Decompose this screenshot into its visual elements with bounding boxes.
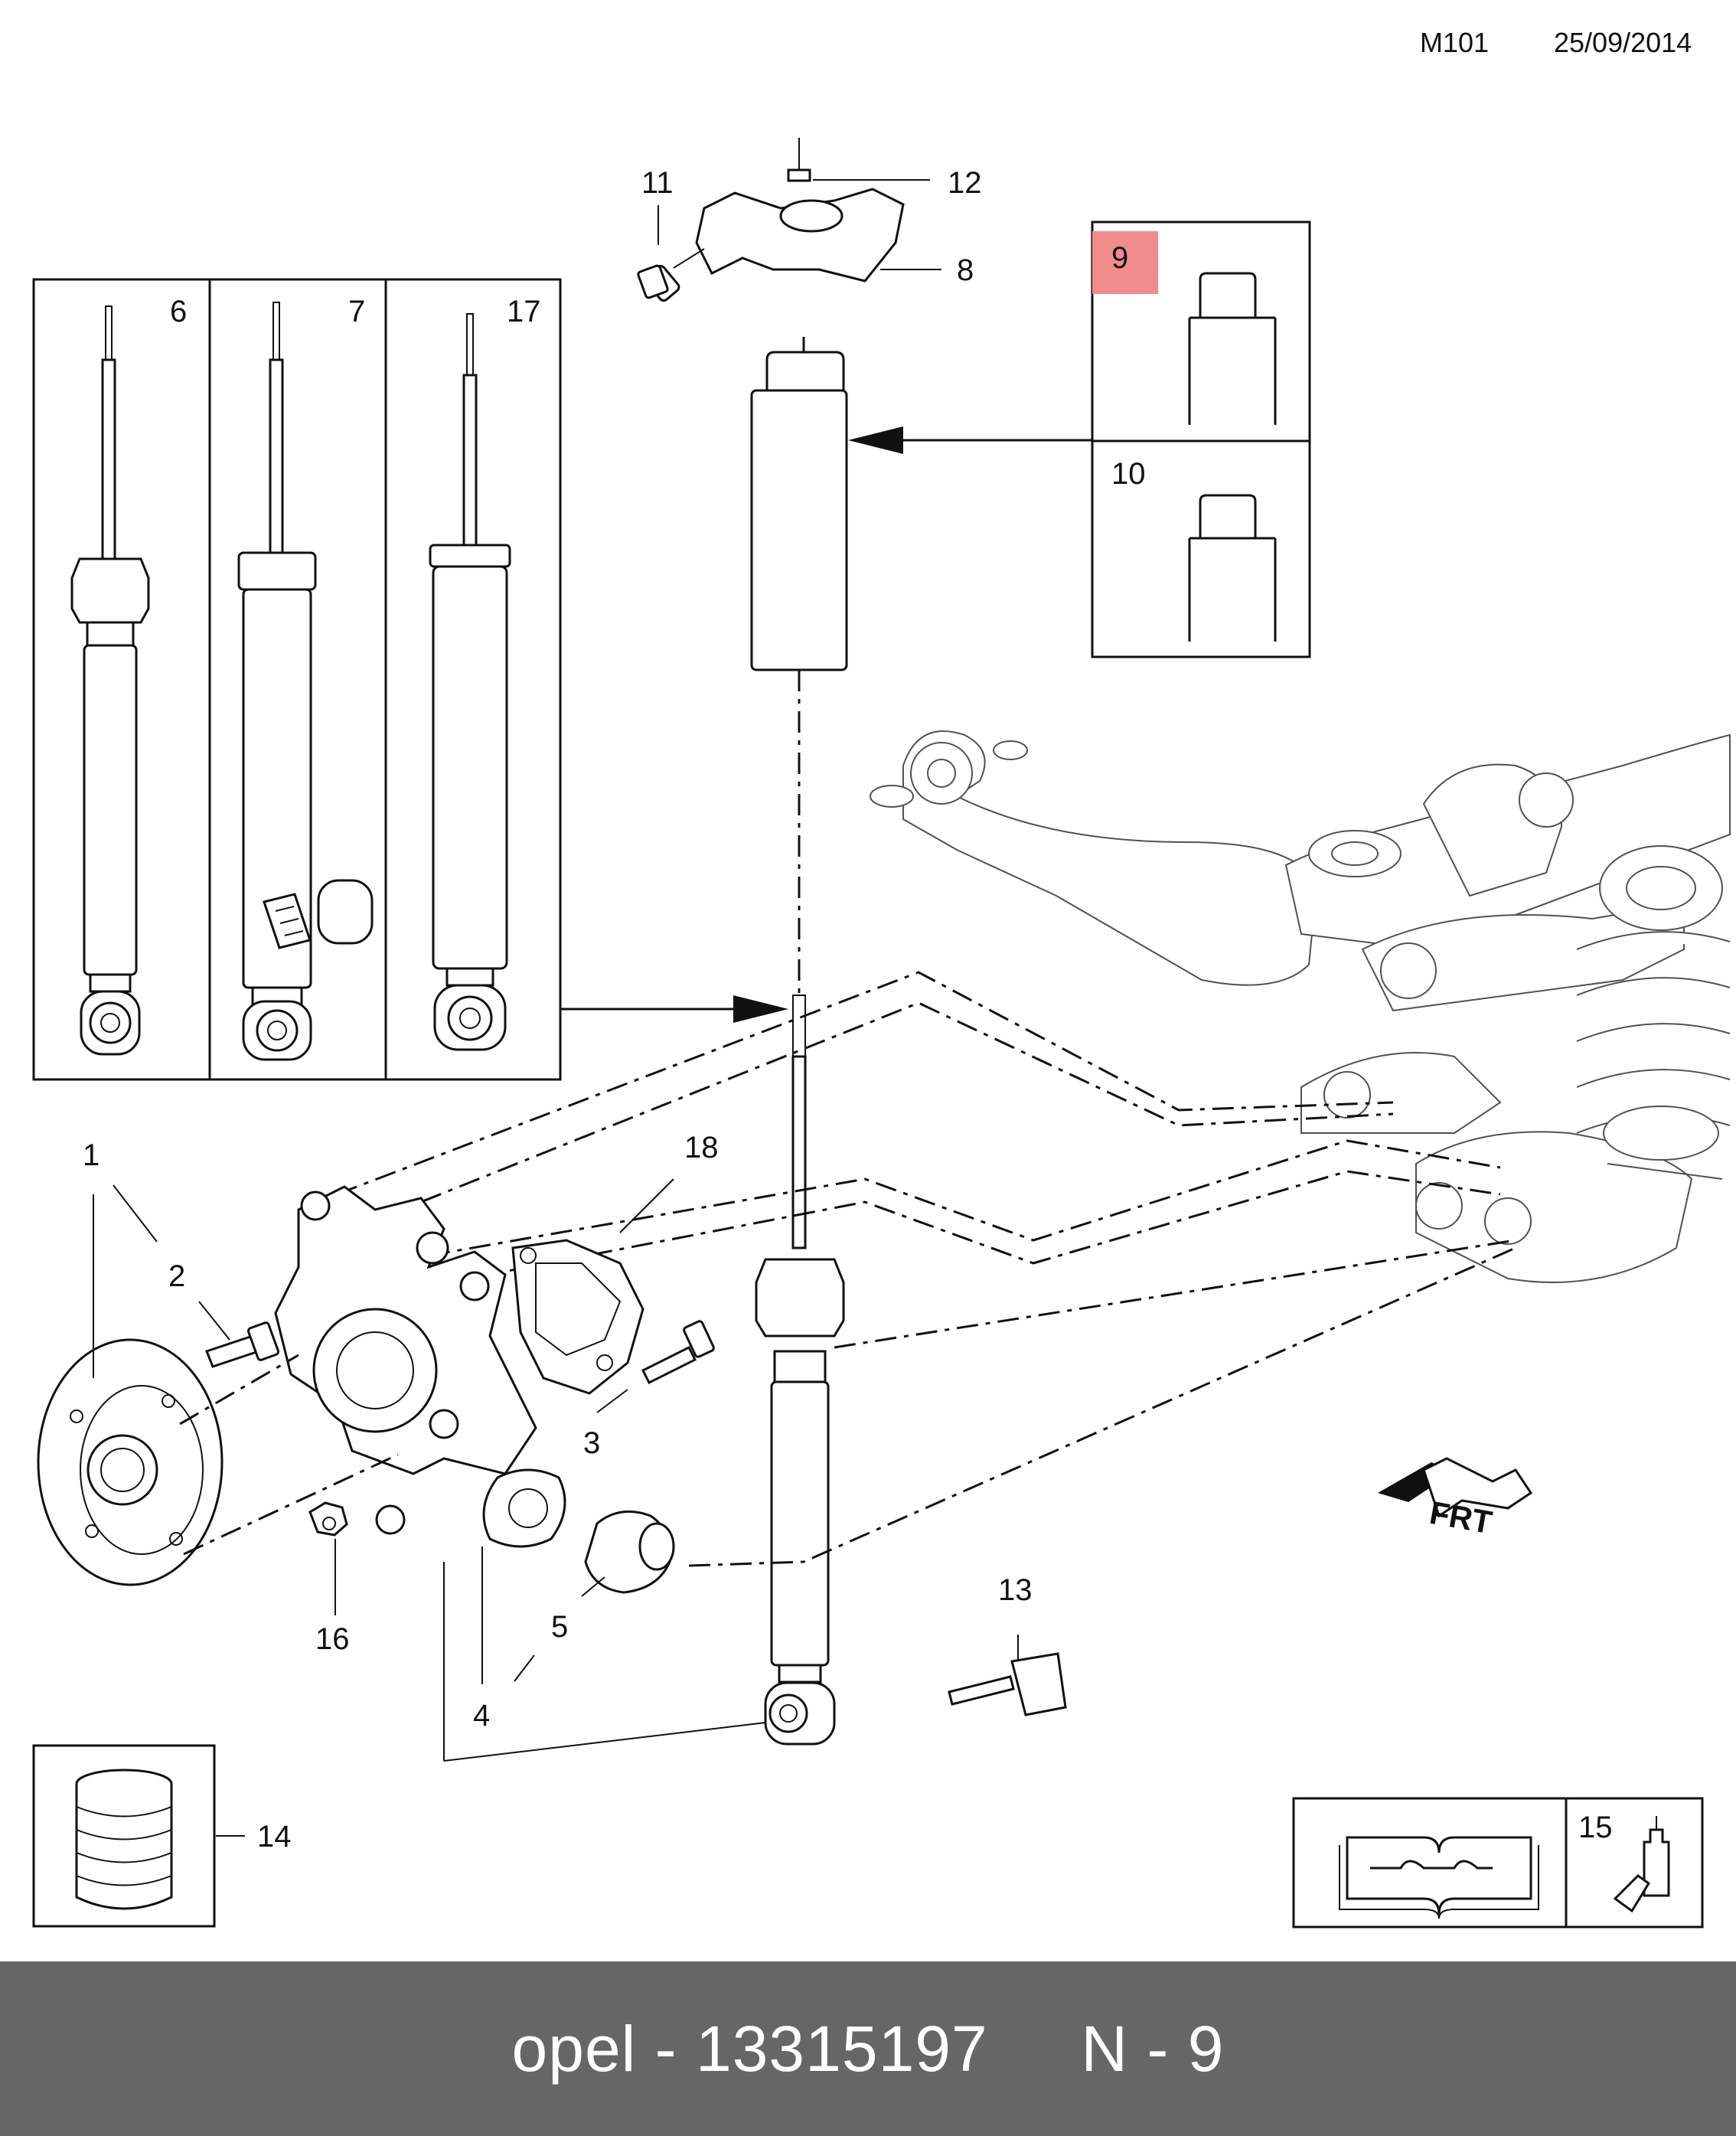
callout-8: 8	[957, 253, 974, 287]
shock-absorber-main	[755, 995, 845, 1746]
lubricant-bottle-icon	[1613, 1816, 1670, 1913]
front-arrow-icon: FRT	[1378, 1457, 1533, 1540]
callout-13: 13	[998, 1573, 1033, 1607]
shock-absorber-7	[237, 302, 374, 1061]
wheel-hub-1	[37, 1338, 224, 1586]
callout-4: 4	[473, 1699, 490, 1733]
rear-axle-assembly	[870, 730, 1731, 1283]
footer-bar: opel - 13315197 N - 9	[0, 1961, 1736, 2136]
upper-mount-8	[644, 138, 905, 302]
boot-box-14	[32, 1744, 216, 1928]
callout-6: 6	[170, 295, 187, 328]
callout-18: 18	[684, 1131, 719, 1164]
highlight-9	[1092, 231, 1158, 294]
callout-5: 5	[551, 1610, 568, 1644]
footer-part-number: opel - 13315197 N - 9	[511, 2012, 1225, 2085]
bolt-2	[205, 1321, 280, 1368]
callout-3: 3	[583, 1426, 600, 1460]
dust-cover	[750, 351, 848, 671]
diagram-date: 25/09/2014	[1554, 27, 1692, 58]
callout-2: 2	[168, 1259, 185, 1293]
callout-7: 7	[348, 295, 365, 328]
callout-11: 11	[641, 166, 674, 200]
callout-9: 9	[1111, 241, 1128, 275]
service-box	[1292, 1797, 1704, 1929]
bushing-5	[584, 1510, 675, 1594]
cover-18	[511, 1239, 644, 1395]
bolt-11	[637, 264, 669, 299]
wrench-icon	[1370, 1860, 1493, 1870]
callouts: 11 12 8 9 10 6 7 17 1 2 3 4 5 18 16 13 1…	[83, 166, 1613, 1853]
shock-absorber-17	[429, 313, 511, 1051]
shock-absorber-6	[70, 305, 150, 1056]
callout-10: 10	[1111, 457, 1146, 491]
callout-16: 16	[315, 1622, 350, 1656]
bump-stop-box	[1091, 220, 1311, 658]
callout-12: 12	[948, 166, 982, 200]
callout-1: 1	[83, 1138, 100, 1172]
callout-17: 17	[507, 295, 541, 328]
diagram-code: M101	[1420, 27, 1489, 58]
manual-book-icon	[1339, 1836, 1539, 1919]
bolt-3	[641, 1320, 715, 1385]
bolt-13	[948, 1652, 1067, 1716]
parts-diagram: M101 25/09/2014	[32, 27, 1731, 1929]
knuckle-4	[274, 1185, 566, 1548]
callout-15: 15	[1578, 1811, 1613, 1844]
callout-14: 14	[257, 1820, 292, 1853]
shock-variants-box	[32, 278, 562, 1081]
nut-16	[308, 1501, 348, 1537]
